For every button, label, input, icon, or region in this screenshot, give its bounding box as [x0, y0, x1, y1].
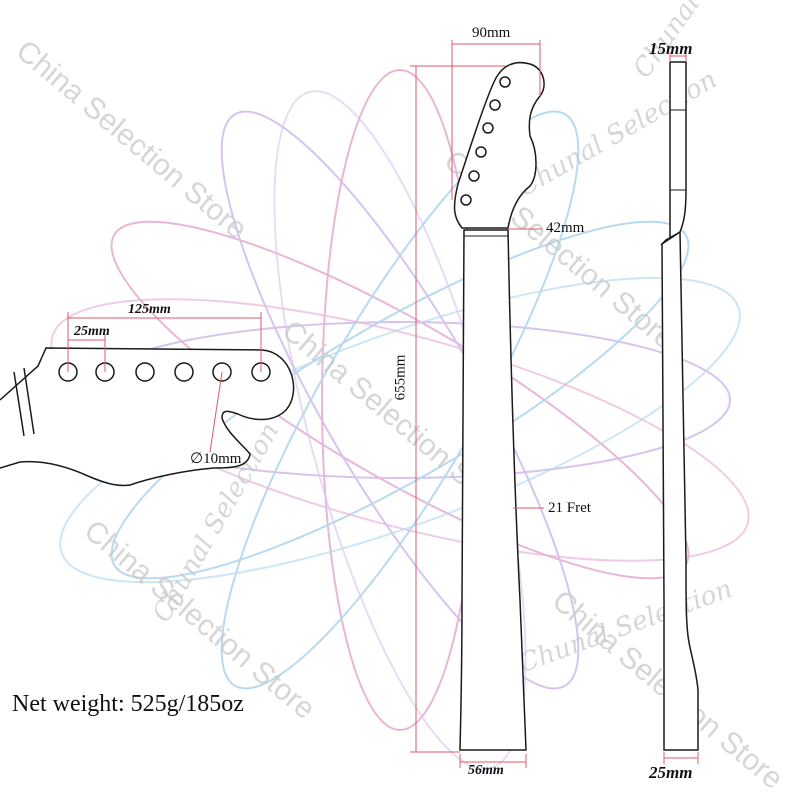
dim-25mm — [68, 334, 106, 372]
tuner-hole — [499, 76, 511, 88]
label-hole-pitch: 25mm — [74, 324, 110, 339]
profile-neck — [661, 230, 699, 751]
petal — [110, 220, 690, 580]
dim-125mm — [67, 312, 262, 372]
label-heel-width: 56mm — [468, 763, 504, 778]
profile-headstock — [660, 61, 687, 245]
dim-56mm — [459, 754, 527, 768]
nut-line — [13, 371, 25, 437]
tuner-hole — [489, 99, 501, 111]
label-hole-diameter: ∅10mm — [190, 451, 242, 467]
tuner-hole — [135, 362, 155, 382]
dim-90mm — [451, 40, 541, 200]
dim-15mm — [669, 52, 687, 62]
label-nut-width: 42mm — [546, 220, 585, 236]
label-fret-count: 21 Fret — [548, 500, 591, 516]
label-headstock-width: 90mm — [472, 25, 511, 41]
tuner-hole — [174, 362, 194, 382]
petal — [59, 276, 741, 584]
side-profile-outline — [660, 61, 699, 751]
side-headstock-outline — [0, 347, 295, 487]
front-neck-outline — [453, 61, 545, 751]
nut-line — [23, 367, 35, 435]
tuner-hole — [468, 170, 480, 182]
headstock-front — [453, 61, 545, 229]
label-heel-thickness: 25mm — [649, 763, 693, 782]
net-weight-text: Net weight: 525g/185oz — [12, 691, 244, 717]
fretboard-front — [459, 229, 527, 751]
label-total-length: 655mm — [392, 354, 409, 401]
tuner-holes — [460, 76, 511, 206]
petal — [50, 298, 750, 562]
dim-10mm-leader — [209, 371, 223, 453]
dim-25mm-heel — [663, 752, 699, 764]
dim-655mm — [410, 65, 506, 753]
tuner-hole — [482, 122, 494, 134]
label-total-hole-span: 125mm — [128, 302, 171, 317]
tuner-hole — [460, 194, 472, 206]
label-headstock-thickness: 15mm — [649, 39, 693, 58]
tuner-hole — [475, 146, 487, 158]
